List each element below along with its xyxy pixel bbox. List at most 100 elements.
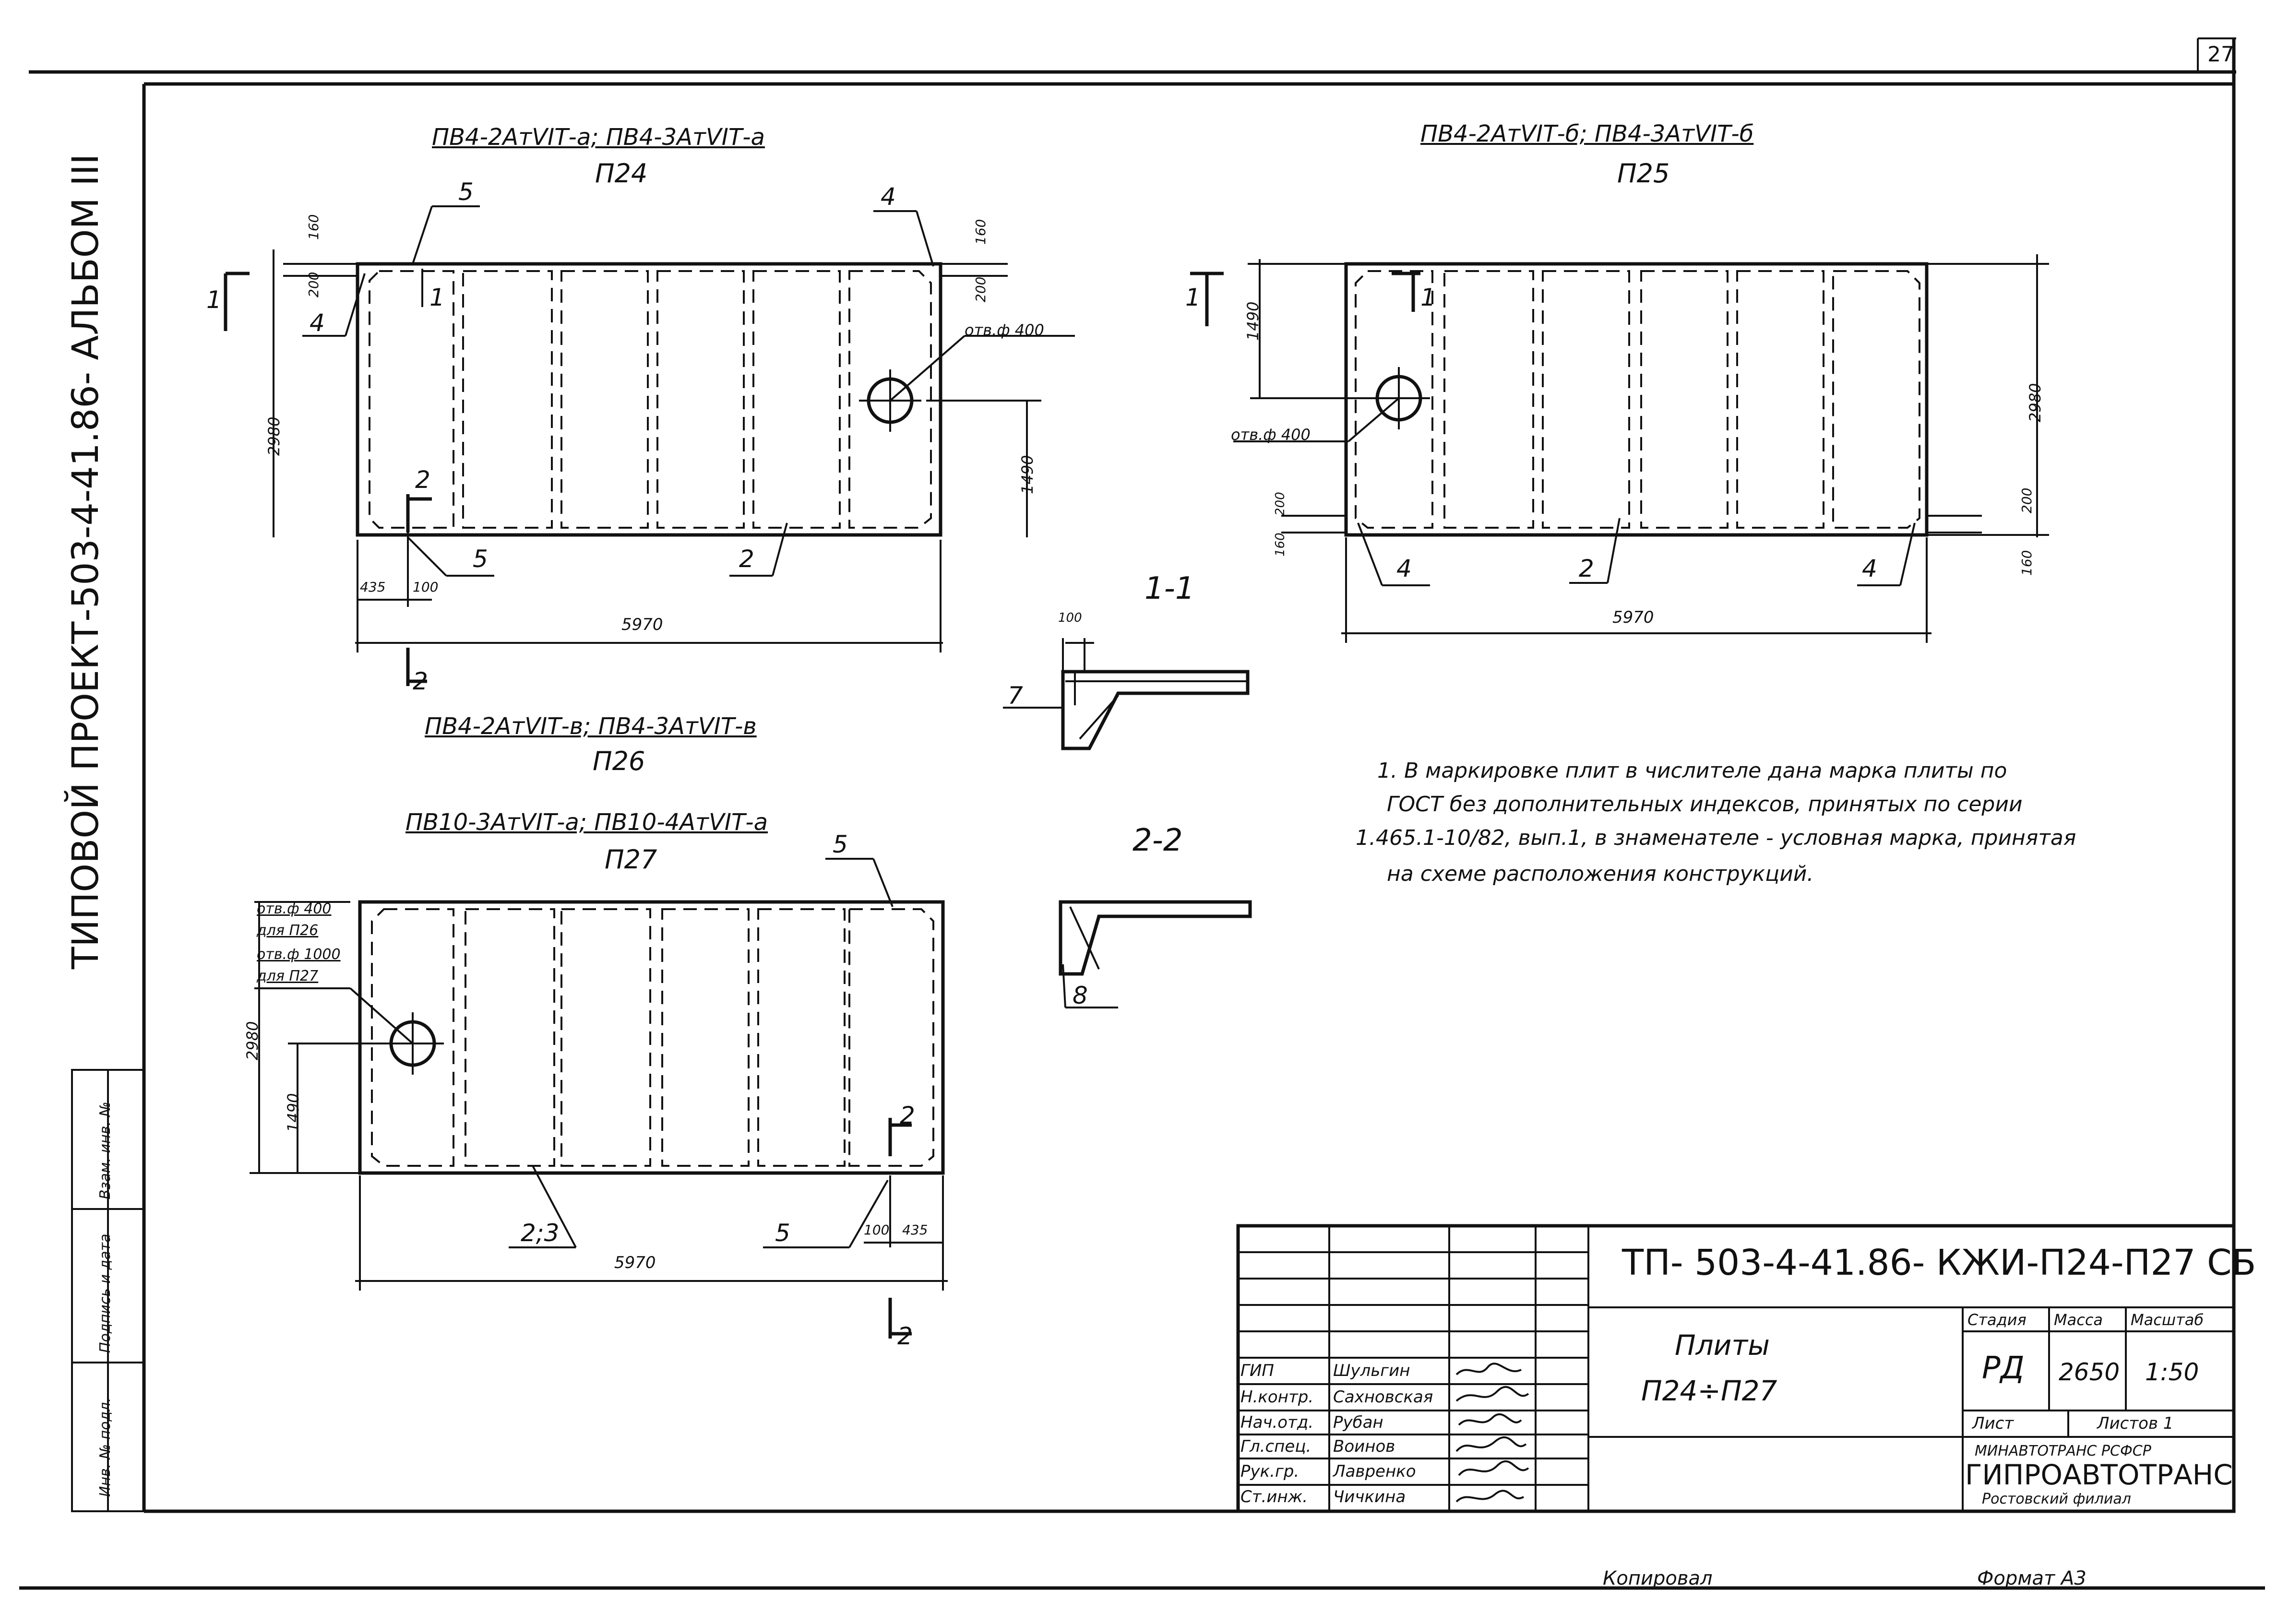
p25-dim-wid: 2980 bbox=[2026, 383, 2044, 422]
role-glspec: Гл.спец. bbox=[1240, 1437, 1311, 1456]
p27-dim-wid: 2980 bbox=[243, 1021, 262, 1060]
section-1-1-shape bbox=[1061, 670, 1250, 750]
p24-cut-1: 1 bbox=[429, 284, 445, 311]
drawing-name-2: П24÷П27 bbox=[1641, 1375, 1777, 1407]
p24-dim-435: 435 bbox=[360, 579, 386, 595]
p24-callout-4-left: 4 bbox=[310, 309, 325, 337]
person-chichkina: Чичкина bbox=[1333, 1487, 1406, 1506]
p27-note-3: отв.ф 1000 bbox=[257, 946, 341, 963]
p24-outline bbox=[356, 262, 942, 537]
p27-dim-half: 1490 bbox=[284, 1093, 302, 1132]
org-ministry: МИНАВТОТРАНС РСФСР bbox=[1975, 1443, 2151, 1459]
p27-callout-5-bottom: 5 bbox=[775, 1219, 790, 1247]
p25-dim-160a: 160 bbox=[1273, 533, 1288, 557]
p25-dim-half: 1490 bbox=[1244, 301, 1262, 341]
person-sakhnovskaya: Сахновская bbox=[1333, 1387, 1433, 1407]
person-ruban: Рубан bbox=[1333, 1413, 1383, 1432]
footer-copied: Копировал bbox=[1603, 1567, 1713, 1589]
p25-callout-4-right: 4 bbox=[1862, 555, 1877, 582]
p25-outline bbox=[1344, 262, 1929, 537]
p26-mark: ПВ4-2АтVIТ-в; ПВ4-3АтVIТ-в bbox=[425, 713, 757, 740]
role-stinzh: Ст.инж. bbox=[1240, 1487, 1308, 1506]
p25-callout-2: 2 bbox=[1579, 555, 1594, 582]
p24-callout-5-top: 5 bbox=[458, 178, 474, 206]
signatures bbox=[1455, 1363, 1529, 1503]
scale-value: 1:50 bbox=[2145, 1358, 2199, 1386]
role-nachotd: Нач.отд. bbox=[1240, 1413, 1314, 1432]
section-1-1-dim: 100 bbox=[1058, 611, 1082, 625]
person-voinov: Воинов bbox=[1333, 1437, 1395, 1456]
p24-dim-200b: 200 bbox=[973, 276, 989, 302]
p27-note-2: для П26 bbox=[257, 922, 319, 939]
p27-dim-435: 435 bbox=[902, 1222, 928, 1238]
sheet-number: 27 bbox=[2207, 42, 2234, 67]
p24-cut-2-bottom: 2 bbox=[413, 667, 428, 695]
person-lavrenko: Лавренко bbox=[1333, 1462, 1416, 1481]
p24-dim-half: 1490 bbox=[1018, 455, 1037, 494]
section-1-1-callout-7: 7 bbox=[1008, 682, 1023, 710]
p27-cut-2-bottom: 2 bbox=[897, 1322, 913, 1350]
sheet-header: Лист bbox=[1972, 1414, 2014, 1433]
stage-header: Стадия bbox=[1967, 1311, 2027, 1329]
org-name: ГИПРОАВТОТРАНС bbox=[1965, 1458, 2233, 1491]
p25-callout-4-left: 4 bbox=[1396, 555, 1412, 582]
section-1-1-label: 1-1 bbox=[1144, 571, 1195, 606]
p24-dim-len: 5970 bbox=[621, 615, 663, 634]
mass-value: 2650 bbox=[2059, 1358, 2120, 1386]
plate-p24 bbox=[224, 205, 1075, 686]
note-line-2: ГОСТ без дополнительных индексов, принят… bbox=[1387, 792, 2023, 817]
person-shulgin: Шульгин bbox=[1333, 1361, 1410, 1380]
side-col-replace: Взам. инв. № bbox=[97, 1102, 114, 1199]
p24-cells bbox=[369, 270, 932, 529]
p24-dim-wid: 2980 bbox=[265, 416, 283, 456]
p24-dim-160b: 160 bbox=[973, 219, 989, 245]
p24-dim-100: 100 bbox=[413, 579, 439, 595]
p25-dim-len: 5970 bbox=[1612, 608, 1654, 627]
org-branch: Ростовский филиал bbox=[1982, 1491, 2131, 1507]
section-2-2-label: 2-2 bbox=[1133, 823, 1183, 858]
note-line-4: на схеме расположения конструкций. bbox=[1387, 862, 1814, 886]
p27-cut-2: 2 bbox=[900, 1102, 915, 1129]
p25-cut-1: 1 bbox=[1420, 284, 1436, 311]
note-line-3: 1.465.1-10/82, вып.1, в знаменателе - ус… bbox=[1356, 826, 2076, 850]
mass-header: Масса bbox=[2054, 1311, 2103, 1329]
p24-cut-2: 2 bbox=[415, 466, 430, 494]
p25-label: П25 bbox=[1617, 158, 1670, 189]
p24-dim-200a: 200 bbox=[306, 272, 322, 297]
side-col-sign: Подпись и дата bbox=[97, 1233, 114, 1353]
plate-p25 bbox=[1190, 254, 2049, 643]
p25-dim-200b: 200 bbox=[2019, 487, 2035, 513]
p24-hole-note: отв.ф 400 bbox=[965, 321, 1044, 339]
p27-label: П27 bbox=[605, 844, 657, 875]
section-1-1 bbox=[1003, 638, 1250, 750]
p24-label: П24 bbox=[595, 158, 648, 189]
p26-label: П26 bbox=[593, 746, 645, 776]
p24-callout-4-right: 4 bbox=[881, 183, 896, 211]
p27-callout-23: 2;3 bbox=[521, 1219, 560, 1247]
p27-dim-len: 5970 bbox=[614, 1253, 656, 1272]
p27-mark: ПВ10-3АтVIТ-а; ПВ10-4АтVIТ-а bbox=[405, 809, 768, 836]
role-ncontr: Н.контр. bbox=[1240, 1387, 1314, 1407]
section-2-2-callout-8: 8 bbox=[1073, 982, 1088, 1009]
role-rukgr: Рук.гр. bbox=[1240, 1462, 1299, 1481]
p27-note-1: отв.ф 400 bbox=[257, 901, 332, 917]
stage-value: РД bbox=[1982, 1351, 2025, 1386]
p27-note-4: для П27 bbox=[257, 968, 319, 984]
p24-callout-2: 2 bbox=[739, 545, 754, 573]
p24-callout-5-bottom: 5 bbox=[473, 545, 488, 573]
role-gip: ГИП bbox=[1240, 1361, 1274, 1380]
p25-hole-note: отв.ф 400 bbox=[1231, 426, 1311, 444]
note-line-1: 1. В маркировке плит в числителе дана ма… bbox=[1377, 759, 2007, 783]
p24-mark: ПВ4-2АтVIТ-а; ПВ4-3АтVIТ-а bbox=[432, 124, 765, 151]
drawing-name-1: Плиты bbox=[1675, 1329, 1770, 1362]
p25-dim-160b: 160 bbox=[2019, 550, 2035, 576]
p25-mark: ПВ4-2АтVIТ-б; ПВ4-3АтVIТ-б bbox=[1420, 120, 1754, 147]
section-2-2-shape bbox=[1059, 900, 1252, 976]
document-code: ТП- 503-4-41.86- КЖИ-П24-П27 СБ bbox=[1622, 1242, 2256, 1283]
title-block bbox=[1236, 1224, 2236, 1513]
plate-p26-p27 bbox=[250, 858, 948, 1339]
side-col-inv: Инв. № подл. bbox=[97, 1398, 114, 1497]
footer-format: Формат А3 bbox=[1977, 1567, 2086, 1589]
sheets-header: Листов 1 bbox=[2097, 1414, 2174, 1433]
